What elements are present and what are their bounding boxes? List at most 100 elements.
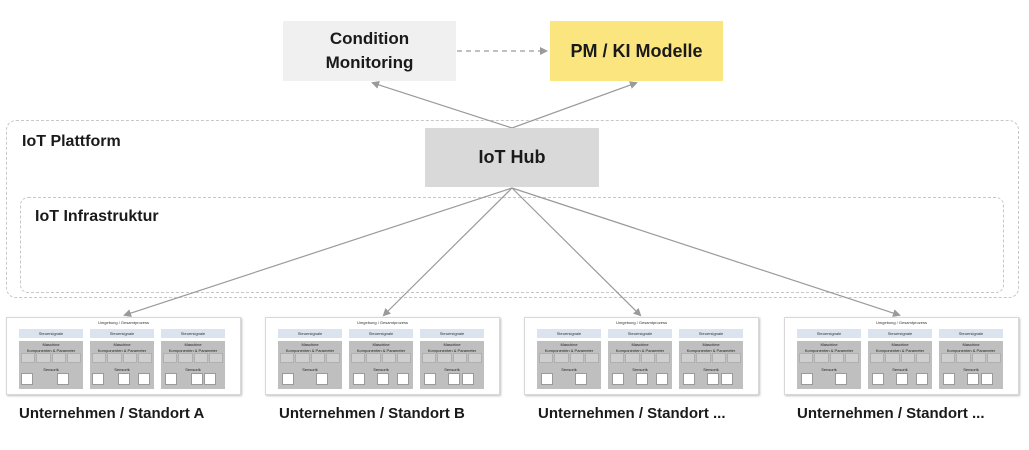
- machine-block: Maschine Komponenten & Parameter Sensori…: [161, 341, 225, 389]
- site-card-a: Umgebung / Gesamtprozess Steuersignale M…: [6, 317, 241, 395]
- site-label-b: Unternehmen / Standort B: [279, 405, 465, 422]
- sensorik-label: Sensorik: [703, 367, 719, 372]
- machine-title: Maschine: [560, 342, 578, 347]
- component-row: [941, 353, 1001, 363]
- sensorik-label: Sensorik: [114, 367, 130, 372]
- sensorik-label: Sensorik: [444, 367, 460, 372]
- sensor-square: [801, 373, 813, 385]
- machine-title: Maschine: [820, 342, 838, 347]
- machine-column: Steuersignale Maschine Komponenten & Par…: [161, 329, 225, 389]
- sensor-square: [204, 373, 216, 385]
- site-header: Umgebung / Gesamtprozess: [98, 320, 149, 325]
- components-title: Komponenten & Parameter: [875, 348, 925, 353]
- sensor-square: [397, 373, 409, 385]
- sensorik-label: Sensorik: [561, 367, 577, 372]
- condition-monitoring-node: Condition Monitoring: [283, 21, 456, 81]
- machine-column: Steuersignale Maschine Komponenten & Par…: [420, 329, 484, 389]
- pm-ki-modelle-node: PM / KI Modelle: [550, 21, 723, 81]
- sensor-square: [424, 373, 436, 385]
- sensor-square: [612, 373, 624, 385]
- sensor-square: [916, 373, 928, 385]
- sensor-square: [316, 373, 328, 385]
- steuersignale-label: Steuersignale: [90, 329, 154, 338]
- machine-block: Maschine Komponenten & Parameter Sensori…: [608, 341, 672, 389]
- sensorik-label: Sensorik: [821, 367, 837, 372]
- site-label-d: Unternehmen / Standort ...: [797, 405, 985, 422]
- components-title: Komponenten & Parameter: [615, 348, 665, 353]
- steuersignale-label: Steuersignale: [939, 329, 1003, 338]
- site-header: Umgebung / Gesamtprozess: [616, 320, 667, 325]
- components-title: Komponenten & Parameter: [97, 348, 147, 353]
- site-header: Umgebung / Gesamtprozess: [876, 320, 927, 325]
- sensor-square: [541, 373, 553, 385]
- sensorik-label: Sensorik: [963, 367, 979, 372]
- sensor-square: [683, 373, 695, 385]
- sensor-square: [835, 373, 847, 385]
- site-label-a: Unternehmen / Standort A: [19, 405, 205, 422]
- machine-block: Maschine Komponenten & Parameter Sensori…: [537, 341, 601, 389]
- machine-title: Maschine: [631, 342, 649, 347]
- sensor-square: [138, 373, 150, 385]
- machine-title: Maschine: [891, 342, 909, 347]
- edge-hub-to-site-b: [382, 187, 513, 317]
- edge-hub-to-site-a: [123, 187, 513, 317]
- machine-column: Steuersignale Maschine Komponenten & Par…: [19, 329, 83, 389]
- sensor-square: [967, 373, 979, 385]
- sensorik-label: Sensorik: [373, 367, 389, 372]
- sensorik-label: Sensorik: [43, 367, 59, 372]
- machine-block: Maschine Komponenten & Parameter Sensori…: [90, 341, 154, 389]
- iot-plattform-region: [6, 120, 1019, 298]
- site-card-c: Umgebung / Gesamtprozess Steuersignale M…: [524, 317, 759, 395]
- iot-infrastruktur-label: IoT Infrastruktur: [35, 208, 159, 225]
- machine-title: Maschine: [113, 342, 131, 347]
- sensor-square: [462, 373, 474, 385]
- steuersignale-label: Steuersignale: [608, 329, 672, 338]
- machine-column: Steuersignale Maschine Komponenten & Par…: [278, 329, 342, 389]
- machine-block: Maschine Komponenten & Parameter Sensori…: [278, 341, 342, 389]
- machine-column: Steuersignale Maschine Komponenten & Par…: [537, 329, 601, 389]
- component-row: [351, 353, 411, 363]
- site-card-d: Umgebung / Gesamtprozess Steuersignale M…: [784, 317, 1019, 395]
- machine-column: Steuersignale Maschine Komponenten & Par…: [679, 329, 743, 389]
- machine-title: Maschine: [443, 342, 461, 347]
- machine-title: Maschine: [184, 342, 202, 347]
- iot-infrastruktur-region: [20, 197, 1004, 293]
- component-row: [280, 353, 340, 363]
- machine-column: Steuersignale Maschine Komponenten & Par…: [608, 329, 672, 389]
- sensor-square: [377, 373, 389, 385]
- steuersignale-label: Steuersignale: [349, 329, 413, 338]
- component-row: [799, 353, 859, 363]
- steuersignale-label: Steuersignale: [19, 329, 83, 338]
- steuersignale-label: Steuersignale: [278, 329, 342, 338]
- machine-block: Maschine Komponenten & Parameter Sensori…: [868, 341, 932, 389]
- edge-hub-to-site-c: [511, 187, 642, 317]
- sensor-square: [165, 373, 177, 385]
- sensorik-label: Sensorik: [185, 367, 201, 372]
- component-row: [422, 353, 482, 363]
- steuersignale-label: Steuersignale: [161, 329, 225, 338]
- sensor-square: [656, 373, 668, 385]
- component-row: [539, 353, 599, 363]
- machine-title: Maschine: [372, 342, 390, 347]
- machine-block: Maschine Komponenten & Parameter Sensori…: [349, 341, 413, 389]
- machine-block: Maschine Komponenten & Parameter Sensori…: [679, 341, 743, 389]
- sensor-square: [118, 373, 130, 385]
- component-row: [163, 353, 223, 363]
- machine-title: Maschine: [702, 342, 720, 347]
- iot-plattform-label: IoT Plattform: [22, 133, 121, 150]
- sensor-square: [896, 373, 908, 385]
- sensor-square: [353, 373, 365, 385]
- condition-monitoring-line1: Condition: [329, 29, 410, 48]
- sensorik-label: Sensorik: [302, 367, 318, 372]
- component-row: [21, 353, 81, 363]
- machine-block: Maschine Komponenten & Parameter Sensori…: [420, 341, 484, 389]
- machine-title: Maschine: [42, 342, 60, 347]
- sensor-square: [57, 373, 69, 385]
- sensor-square: [943, 373, 955, 385]
- machine-title: Maschine: [301, 342, 319, 347]
- iot-hub-node: IoT Hub: [425, 128, 599, 187]
- component-row: [610, 353, 670, 363]
- machine-title: Maschine: [962, 342, 980, 347]
- components-title: Komponenten & Parameter: [544, 348, 594, 353]
